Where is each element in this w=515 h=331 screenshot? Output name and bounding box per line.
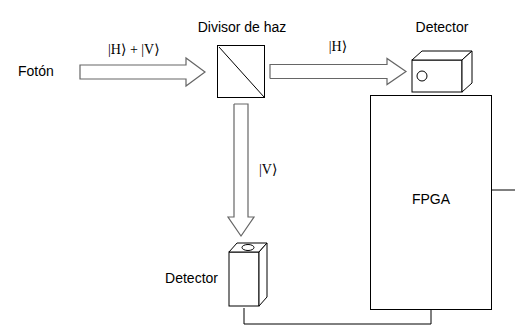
beam-arrow <box>270 59 406 85</box>
edge-label: |V⟩ <box>259 162 277 179</box>
edge-label: |H⟩ <box>329 39 347 56</box>
beam-splitter-shape <box>218 46 264 97</box>
beam-arrow <box>228 104 254 236</box>
node-label: Detector <box>165 270 218 287</box>
signal-wire <box>244 308 431 324</box>
detector-shape <box>228 242 268 308</box>
beam-splitter: Divisor de haz <box>217 45 265 98</box>
detector-shape <box>411 50 473 94</box>
node-label: Detector <box>416 19 469 36</box>
state-label: |H⟩ + |V⟩ <box>108 42 160 59</box>
photon-arrow <box>80 58 205 86</box>
fpga-output-wire <box>492 190 515 191</box>
node-label: FPGA <box>412 191 450 208</box>
fpga-box: FPGA <box>370 95 492 310</box>
detector: Detector <box>411 50 473 94</box>
detector: Detector <box>228 242 268 308</box>
node-label: Divisor de haz <box>198 19 287 36</box>
source-label: Fotón <box>18 63 54 80</box>
